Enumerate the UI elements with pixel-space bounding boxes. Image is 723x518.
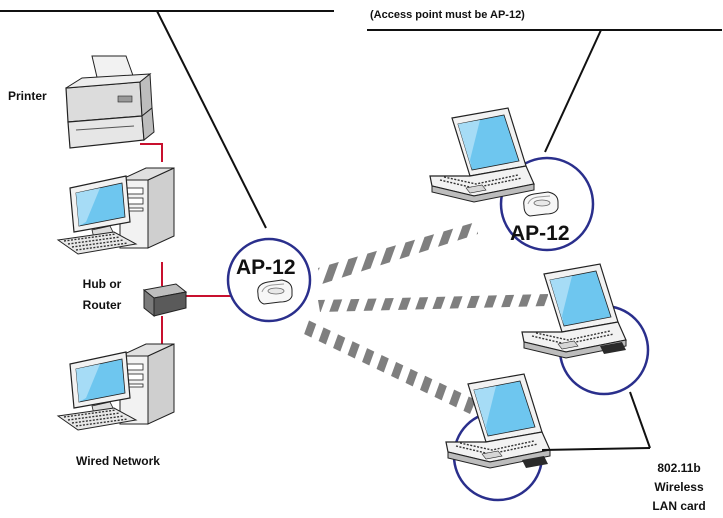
ap-right-circle [499, 156, 595, 252]
wireless-waves-middle [318, 294, 548, 312]
wireless-card-icon [522, 456, 548, 468]
ap-right-label: AP-12 [510, 222, 570, 245]
wireless-card-icon [600, 342, 626, 354]
desktop-pc-icon [57, 343, 175, 431]
wireless-label-line3: LAN card [652, 499, 706, 513]
wireless-waves-upper [318, 222, 478, 284]
wireless-lan-card-label: 802.11b Wireless LAN card [636, 459, 722, 516]
ap-left-label: AP-12 [236, 256, 296, 279]
wireless-label-line2: Wireless [654, 480, 704, 494]
hub-router-label: Hub or Router [72, 277, 132, 313]
laptop-icon [445, 373, 551, 469]
wireless-label-line1: 802.11b [657, 461, 701, 475]
access-point-note: (Access point must be AP-12) [370, 9, 525, 21]
printer-label: Printer [8, 89, 47, 103]
hub-router-icon [142, 283, 188, 318]
laptop-icon [521, 263, 627, 359]
ap-to-backbone-line [156, 10, 267, 229]
wired-network-label: Wired Network [76, 454, 160, 468]
hub-label-line1: Hub or [82, 277, 122, 291]
wireless-waves-lower [304, 320, 476, 414]
access-point-icon [257, 279, 293, 305]
desktop-pc-icon [57, 167, 175, 255]
remote-ap-line [544, 29, 602, 153]
hub-label-line2: Router [82, 297, 122, 312]
card-callout-line-upper [629, 391, 651, 449]
laptop-icon [429, 107, 535, 203]
access-point-icon [523, 191, 559, 217]
printer-icon [65, 55, 155, 149]
ap-left-circle [226, 237, 312, 323]
card-callout-line-lower [541, 447, 651, 451]
